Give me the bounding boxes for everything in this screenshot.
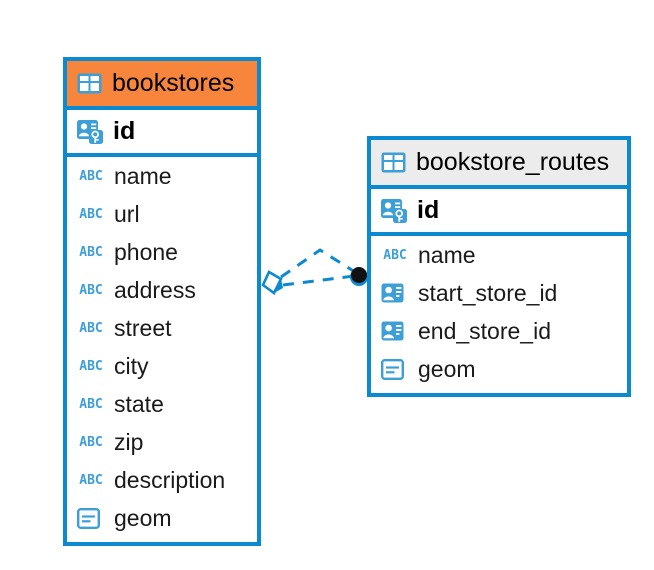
abc-text-icon: ABC [79, 472, 103, 488]
field-label-geom: geom [418, 355, 476, 382]
field-row-street[interactable]: ABC street [67, 309, 257, 347]
table-icon [77, 73, 102, 94]
field-label-state: state [114, 390, 164, 417]
field-label-address: address [114, 276, 196, 303]
abc-text-icon: ABC [383, 247, 407, 263]
field-row-geom[interactable]: geom [371, 350, 627, 388]
field-label-phone: phone [114, 238, 178, 265]
field-label-end-store-id: end_store_id [418, 317, 551, 344]
filled-circle-marker[interactable] [350, 267, 368, 286]
abc-text-icon: ABC [79, 282, 103, 298]
field-label-name: name [114, 162, 172, 189]
table-icon [381, 152, 406, 173]
field-row-name[interactable]: ABC name [67, 157, 257, 195]
relationship-line-upper[interactable] [280, 248, 356, 279]
abc-text-icon: ABC [79, 320, 103, 336]
abc-text-icon: ABC [79, 206, 103, 222]
abc-text-icon: ABC [79, 358, 103, 374]
diamond-marker[interactable] [261, 270, 283, 295]
entity-header-bookstores[interactable]: bookstores [67, 61, 257, 110]
primary-key-icon [381, 198, 408, 223]
field-label-id: id [113, 117, 136, 145]
field-row-address[interactable]: ABC address [67, 271, 257, 309]
geometry-icon [77, 507, 105, 529]
field-label-street: street [114, 314, 172, 341]
field-row-geom[interactable]: geom [67, 499, 257, 537]
field-label-city: city [114, 352, 149, 379]
abc-text-icon: ABC [79, 396, 103, 412]
foreign-key-icon [381, 283, 409, 303]
field-row-city[interactable]: ABC city [67, 347, 257, 385]
abc-text-icon: ABC [79, 168, 103, 184]
field-row-start-store-id[interactable]: start_store_id [371, 274, 627, 312]
field-label-name: name [418, 241, 476, 268]
abc-text-icon: ABC [79, 434, 103, 450]
field-row-zip[interactable]: ABC zip [67, 423, 257, 461]
primary-key-icon [77, 119, 104, 144]
entity-table-bookstore-routes[interactable]: bookstore_routes id ABC name [367, 136, 631, 397]
entity-table-bookstores[interactable]: bookstores id ABC name [63, 57, 261, 546]
field-row-name[interactable]: ABC name [371, 236, 627, 274]
field-row-id[interactable]: id [67, 110, 257, 157]
field-label-id: id [417, 196, 440, 224]
field-row-end-store-id[interactable]: end_store_id [371, 312, 627, 350]
relationship-line-lower[interactable] [282, 274, 355, 287]
foreign-key-icon [381, 321, 409, 341]
field-label-start-store-id: start_store_id [418, 279, 558, 306]
geometry-icon [381, 358, 409, 380]
field-row-phone[interactable]: ABC phone [67, 233, 257, 271]
field-label-zip: zip [114, 428, 144, 455]
entity-header-bookstore-routes[interactable]: bookstore_routes [371, 140, 627, 189]
field-row-description[interactable]: ABC description [67, 461, 257, 499]
field-label-description: description [114, 466, 226, 493]
field-row-id[interactable]: id [371, 189, 627, 236]
field-label-geom: geom [114, 504, 172, 531]
abc-text-icon: ABC [79, 244, 103, 260]
field-row-state[interactable]: ABC state [67, 385, 257, 423]
field-row-url[interactable]: ABC url [67, 195, 257, 233]
field-label-url: url [114, 200, 140, 227]
entity-title-bookstores: bookstores [112, 69, 235, 97]
entity-title-bookstore-routes: bookstore_routes [416, 148, 610, 176]
